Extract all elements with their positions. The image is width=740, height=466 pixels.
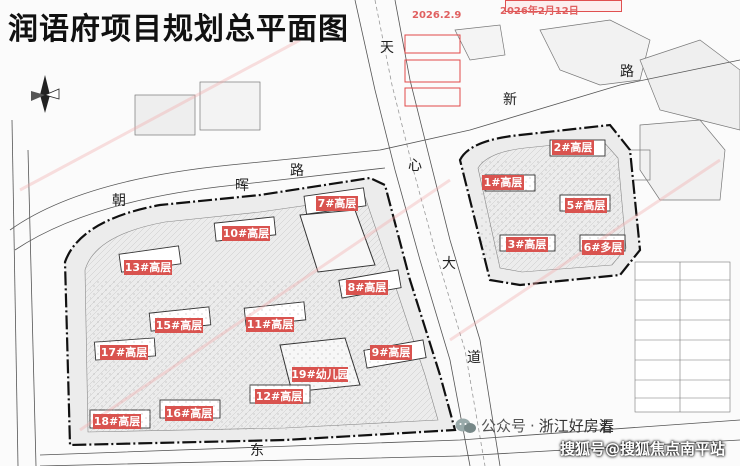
- svg-text:10#高层: 10#高层: [223, 226, 270, 240]
- road-char: 春: [600, 420, 614, 436]
- road-char: 大: [442, 256, 456, 272]
- road-char: 心: [408, 158, 422, 174]
- stamp-date-left: 2026.2.9: [412, 10, 462, 21]
- watermark-account: 浙江好房汇: [538, 417, 614, 435]
- road-char: 天: [380, 40, 394, 56]
- building-label-9: 9#高层: [370, 345, 412, 360]
- plan-title: 润语府项目规划总平面图: [8, 12, 349, 47]
- svg-text:11#高层: 11#高层: [247, 317, 294, 331]
- svg-text:6#多层: 6#多层: [584, 240, 623, 254]
- building-label-2: 2#高层: [552, 140, 594, 155]
- svg-text:1#高层: 1#高层: [484, 175, 523, 189]
- approval-stamp-3: [404, 87, 461, 107]
- svg-text:18#高层: 18#高层: [94, 414, 141, 428]
- road-char: 路: [290, 163, 304, 179]
- building-label-7: 7#高层: [316, 196, 358, 211]
- stamp-date-right: 2026年2月12日: [500, 6, 579, 17]
- approval-stamp-1: [404, 34, 461, 54]
- watermark-sub: 搜狐号@搜狐焦点南平站: [560, 440, 726, 458]
- building-label-3: 3#高层: [506, 237, 548, 252]
- building-label-18: 18#高层: [93, 414, 141, 429]
- road-char: 朝: [112, 193, 126, 209]
- svg-text:5#高层: 5#高层: [567, 198, 606, 212]
- road-char: 道: [467, 350, 481, 366]
- building-label-1: 1#高层: [482, 175, 524, 190]
- building-label-15: 15#高层: [155, 318, 203, 333]
- surrounding-plots: [134, 19, 740, 201]
- svg-text:2#高层: 2#高层: [554, 140, 593, 154]
- north-arrow-icon: [31, 75, 60, 113]
- svg-text:12#高层: 12#高层: [256, 389, 303, 403]
- svg-text:15#高层: 15#高层: [156, 318, 203, 332]
- building-label-6: 6#多层: [582, 240, 624, 255]
- watermark-dot: ·: [530, 416, 535, 435]
- road-network: [9, 0, 740, 466]
- legend-table: [634, 261, 731, 413]
- building-label-11: 11#高层: [246, 317, 294, 332]
- building-label-12: 12#高层: [255, 389, 303, 404]
- svg-text:13#高层: 13#高层: [125, 260, 172, 274]
- svg-text:9#高层: 9#高层: [372, 345, 411, 359]
- road-char: 东: [250, 443, 264, 459]
- building-label-19: 19#幼儿园: [291, 367, 349, 382]
- building-label-8: 8#高层: [346, 280, 388, 295]
- wechat-icon: [455, 418, 476, 433]
- road-char: 晖: [235, 178, 249, 194]
- svg-text:17#高层: 17#高层: [101, 345, 148, 359]
- svg-text:3#高层: 3#高层: [508, 237, 547, 251]
- road-labels: 天 心 大 道 新 路 朝 晖 路 东 春: [112, 40, 634, 459]
- watermark-platform: 公众号: [481, 417, 527, 435]
- building-label-16: 16#高层: [165, 406, 213, 421]
- svg-text:7#高层: 7#高层: [318, 196, 357, 210]
- svg-text:16#高层: 16#高层: [166, 406, 213, 420]
- building-labels: 1#高层 2#高层 3#高层 5#高层 6#多层 7#高层 8#高层 9#高层 …: [93, 140, 624, 429]
- building-label-5: 5#高层: [565, 198, 607, 213]
- building-label-13: 13#高层: [124, 260, 172, 275]
- watermark: 公众号 · 浙江好房汇: [455, 415, 614, 436]
- building-label-17: 17#高层: [100, 345, 148, 360]
- road-char: 路: [620, 64, 634, 80]
- road-char: 新: [503, 92, 517, 108]
- building-label-10: 10#高层: [222, 226, 270, 241]
- date-stamp-strip: [505, 0, 622, 12]
- svg-text:8#高层: 8#高层: [348, 280, 387, 294]
- approval-stamp-2: [404, 59, 461, 83]
- svg-text:19#幼儿园: 19#幼儿园: [291, 367, 349, 381]
